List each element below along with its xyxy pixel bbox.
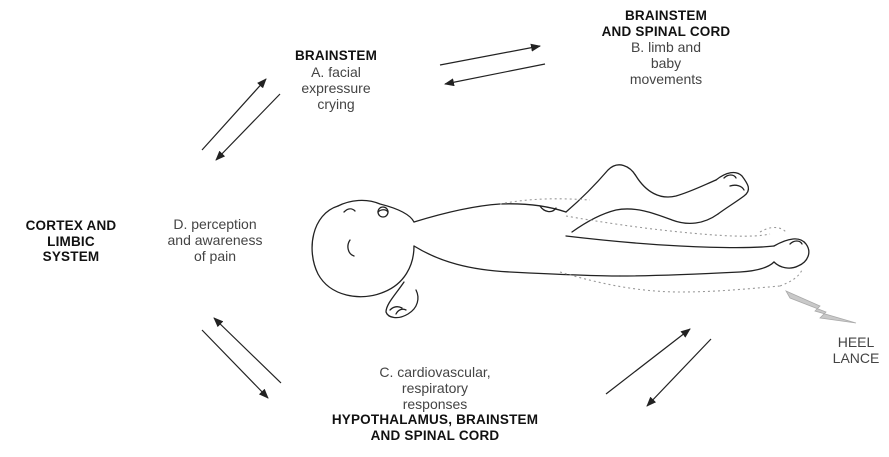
cortex-heading-3: SYSTEM [6,249,136,265]
cardio-line-3: responses [300,396,570,412]
arrow-pair-hypothalamus-heel [606,329,711,406]
arrow-pair-brainstem-spinal [440,46,545,84]
brainstem-heading: BRAINSTEM [266,48,406,64]
baby-illustration [312,165,809,318]
perception-line-1: D. perception [150,216,280,232]
cardio-line-2: respiratory [300,380,570,396]
cortex-heading-group: CORTEX AND LIMBIC SYSTEM [6,218,136,265]
facial-line-2: expressure [266,80,406,96]
heel-lance-line-1: HEEL [826,334,886,350]
cortex-heading-2: LIMBIC [6,234,136,250]
limb-line-3: movements [566,71,766,87]
hypothalamus-label-group: C. cardiovascular, respiratory responses… [300,364,570,443]
brainstem-label-group: BRAINSTEM A. facial expressure crying [266,48,406,112]
hypothalamus-heading-1: HYPOTHALAMUS, BRAINSTEM [300,412,570,428]
limb-line-1: B. limb and [566,39,766,55]
brainstem-spinal-heading-2: AND SPINAL CORD [566,24,766,40]
hypothalamus-heading-2: AND SPINAL CORD [300,428,570,444]
lightning-bolt-icon [786,291,856,323]
perception-label-group: D. perception and awareness of pain [150,216,280,264]
heel-lance-label: HEEL LANCE [826,334,886,366]
brainstem-spinal-heading-1: BRAINSTEM [566,8,766,24]
facial-line-3: crying [266,96,406,112]
facial-line-1: A. facial [266,64,406,80]
cardio-line-1: C. cardiovascular, [300,364,570,380]
perception-line-2: and awareness [150,232,280,248]
perception-line-3: of pain [150,248,280,264]
limb-line-2: baby [566,55,766,71]
brainstem-spinal-label-group: BRAINSTEM AND SPINAL CORD B. limb and ba… [566,8,766,87]
arrow-pair-cortex-hypothalamus [202,318,281,398]
cortex-heading-1: CORTEX AND [6,218,136,234]
heel-lance-line-2: LANCE [826,350,886,366]
